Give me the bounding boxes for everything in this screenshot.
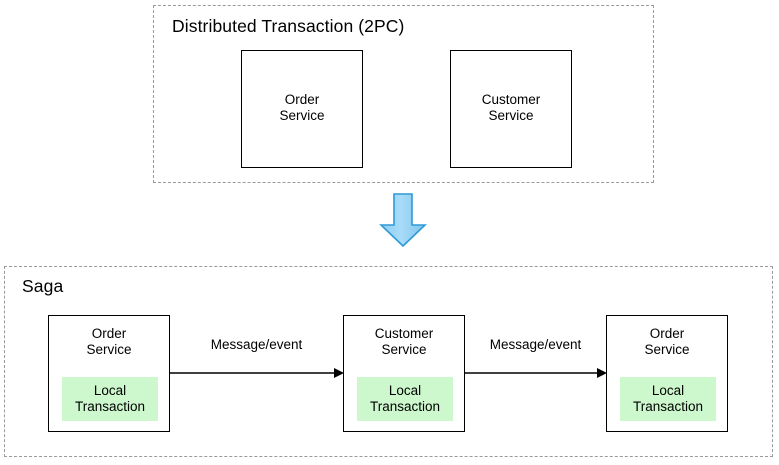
service-box-label: Customer Service	[481, 92, 541, 123]
connector-arrow-2	[465, 366, 607, 380]
service-box-label: Order Service	[644, 326, 690, 357]
down-arrow-icon	[371, 192, 435, 248]
down-arrow-glyph	[379, 193, 427, 248]
saga-service-box-customer-service[interactable]: Customer Service Local Transaction	[343, 315, 465, 432]
service-box-label: Order Service	[279, 92, 325, 123]
saga-service-box-order-service-2[interactable]: Order Service Local Transaction	[606, 315, 728, 432]
service-box-label: Order Service	[86, 326, 132, 357]
local-transaction-chip: Local Transaction	[357, 377, 453, 421]
connector-arrow-1	[170, 366, 344, 380]
arrow-right-icon	[170, 368, 344, 378]
group-saga	[4, 266, 773, 457]
service-box-customer-service-2pc[interactable]: Customer Service	[450, 50, 572, 168]
group-distributed-transaction	[153, 5, 654, 183]
saga-service-box-order-service-1[interactable]: Order Service Local Transaction	[48, 315, 170, 432]
service-box-label: Customer Service	[374, 326, 434, 357]
connector-label-2: Message/event	[489, 337, 582, 352]
group-saga-title: Saga	[22, 276, 64, 296]
local-transaction-chip: Local Transaction	[62, 377, 158, 421]
arrow-right-icon	[465, 368, 607, 378]
service-box-order-service-2pc[interactable]: Order Service	[241, 50, 363, 168]
group-distributed-transaction-title: Distributed Transaction (2PC)	[172, 16, 405, 36]
local-transaction-chip: Local Transaction	[620, 377, 716, 421]
connector-label-1: Message/event	[210, 337, 303, 352]
